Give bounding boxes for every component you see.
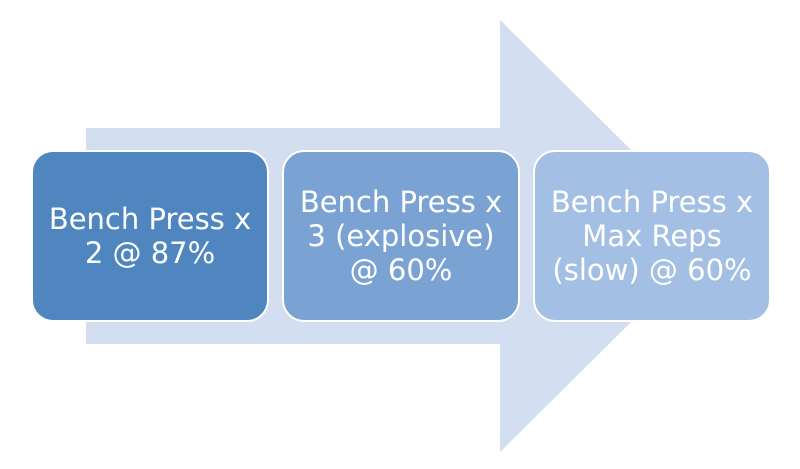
step-label-1: Bench Press x 2 @ 87% (48, 201, 252, 270)
step-label-3: Bench Press x Max Reps (slow) @ 60% (550, 184, 754, 288)
step-label-2: Bench Press x 3 (explosive) @ 60% (299, 184, 503, 288)
step-box-2: Bench Press x 3 (explosive) @ 60% (282, 150, 520, 322)
step-box-1: Bench Press x 2 @ 87% (31, 150, 269, 322)
step-box-3: Bench Press x Max Reps (slow) @ 60% (533, 150, 771, 322)
